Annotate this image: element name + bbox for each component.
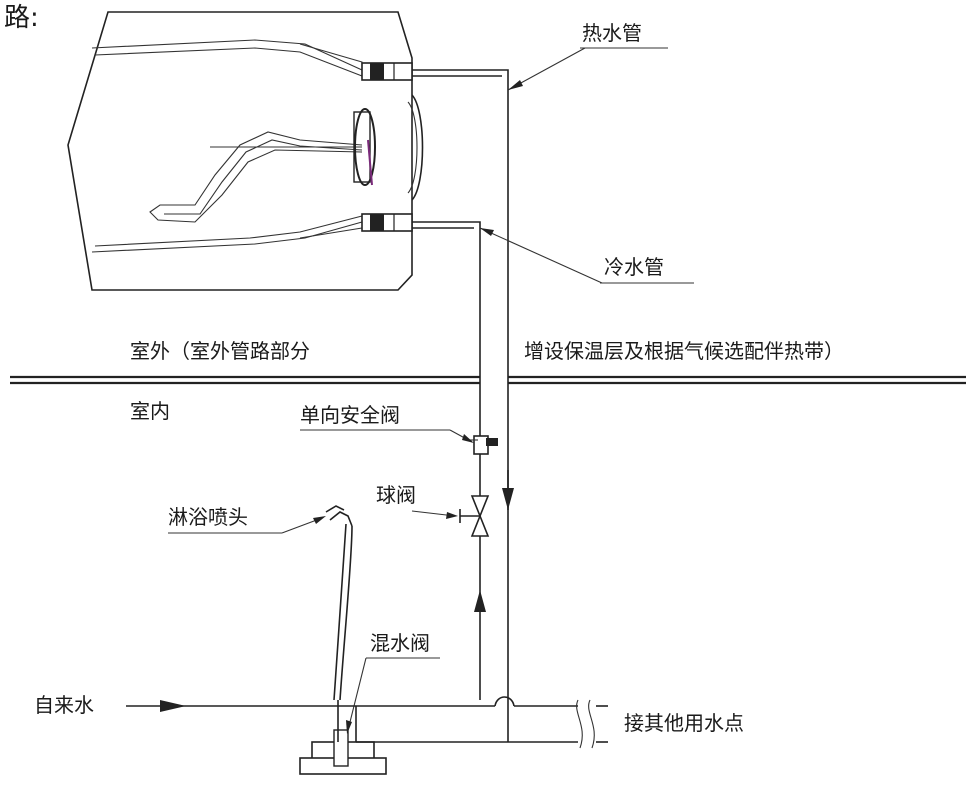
- check-valve-label: 单向安全阀: [300, 403, 400, 427]
- indoor-label: 室内: [130, 399, 170, 423]
- outdoor-section-label: 室外（室外管路部分: [130, 339, 310, 363]
- insulation-note: 增设保温层及根据气候选配伴热带）: [524, 339, 844, 363]
- mixing-valve-leader: [346, 657, 440, 734]
- water-heater-tank: [67, 11, 413, 291]
- mixing-valve-label: 混水阀: [370, 631, 430, 655]
- ball-valve: [459, 495, 490, 537]
- hot-water-pipe: [412, 69, 514, 742]
- wall-divider: [10, 375, 966, 385]
- tap-water-label: 自来水: [34, 693, 94, 717]
- hot-pipe-leader: [507, 47, 668, 91]
- check-valve: [470, 435, 498, 455]
- hot-pipe-connector: [361, 62, 413, 81]
- cold-pipe-leader: [479, 227, 694, 284]
- cold-pipe-label: 冷水管: [604, 255, 664, 279]
- other-outlets-label: 接其他用水点: [624, 711, 744, 735]
- shower-head-leader: [168, 516, 326, 534]
- mixing-valve: [299, 700, 387, 775]
- heating-element: [149, 94, 424, 223]
- shower-head-label: 淋浴喷头: [168, 505, 248, 529]
- tap-water-main: [126, 696, 608, 749]
- shower-head: [325, 505, 353, 701]
- ball-valve-leader: [411, 510, 458, 519]
- ball-valve-label: 球阀: [376, 483, 416, 507]
- hot-pipe-label: 热水管: [582, 21, 642, 45]
- cold-pipe-connector: [361, 213, 413, 232]
- check-valve-leader: [300, 429, 474, 443]
- corner-text: 路:: [4, 3, 39, 33]
- cold-water-pipe: [412, 221, 486, 700]
